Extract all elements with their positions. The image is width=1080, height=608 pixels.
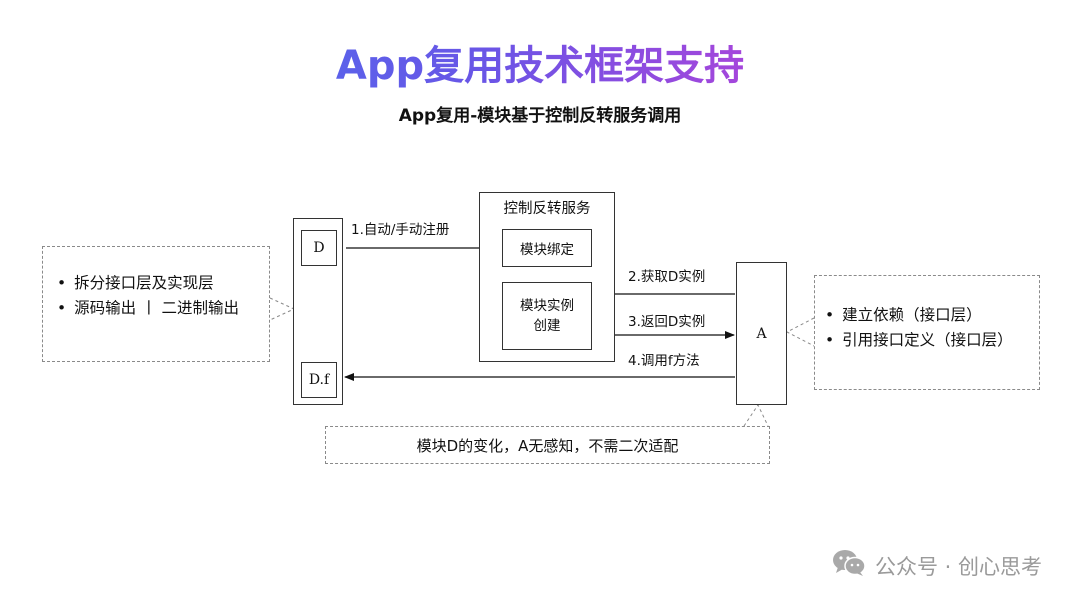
left-note-item: 拆分接口层及实现层 xyxy=(57,271,269,296)
watermark-text: 公众号 · 创心思考 xyxy=(874,555,1042,579)
module-binding-box: 模块绑定 xyxy=(502,229,592,267)
left-note-list: 拆分接口层及实现层 源码输出 丨 二进制输出 xyxy=(57,271,269,321)
return-instance-label: 3.返回D实例 xyxy=(628,314,706,330)
page-subtitle: App复用-模块基于控制反转服务调用 xyxy=(398,106,682,126)
left-note-item: 源码输出 丨 二进制输出 xyxy=(57,296,269,321)
module-d-label: D xyxy=(313,240,325,256)
module-binding-label: 模块绑定 xyxy=(520,242,574,258)
right-note-pointer xyxy=(785,317,815,347)
module-d-container: D D.f xyxy=(293,218,343,405)
watermark: 公众号 · 创心思考 xyxy=(831,548,1042,586)
right-note: 建立依赖（接口层） 引用接口定义（接口层） xyxy=(814,275,1040,390)
module-d-f-box: D.f xyxy=(301,362,337,398)
bottom-note-pointer xyxy=(743,403,769,427)
ioc-service-title: 控制反转服务 xyxy=(503,201,591,217)
module-d-f-label: D.f xyxy=(308,372,330,388)
module-a-box: A xyxy=(736,262,787,405)
right-note-item: 建立依赖（接口层） xyxy=(825,303,1039,328)
left-note-pointer xyxy=(269,297,296,321)
bottom-note: 模块D的变化，A无感知，不需二次适配 xyxy=(325,426,770,464)
module-instance-label: 模块实例 创建 xyxy=(520,298,574,334)
bottom-note-text: 模块D的变化，A无感知，不需二次适配 xyxy=(416,436,679,455)
register-label: 1.自动/手动注册 xyxy=(351,222,450,238)
call-method-label: 4.调用f方法 xyxy=(628,353,700,369)
ioc-service-container: 控制反转服务 模块绑定 模块实例 创建 xyxy=(479,192,615,362)
left-note: 拆分接口层及实现层 源码输出 丨 二进制输出 xyxy=(42,246,270,362)
right-note-item: 引用接口定义（接口层） xyxy=(825,328,1039,353)
module-instance-box: 模块实例 创建 xyxy=(502,282,592,350)
page-title: App复用技术框架支持 xyxy=(0,38,1080,94)
module-a-label: A xyxy=(756,325,767,342)
wechat-icon xyxy=(831,548,867,586)
get-instance-label: 2.获取D实例 xyxy=(628,269,706,285)
module-d-box: D xyxy=(301,230,337,266)
right-note-list: 建立依赖（接口层） 引用接口定义（接口层） xyxy=(825,303,1039,353)
